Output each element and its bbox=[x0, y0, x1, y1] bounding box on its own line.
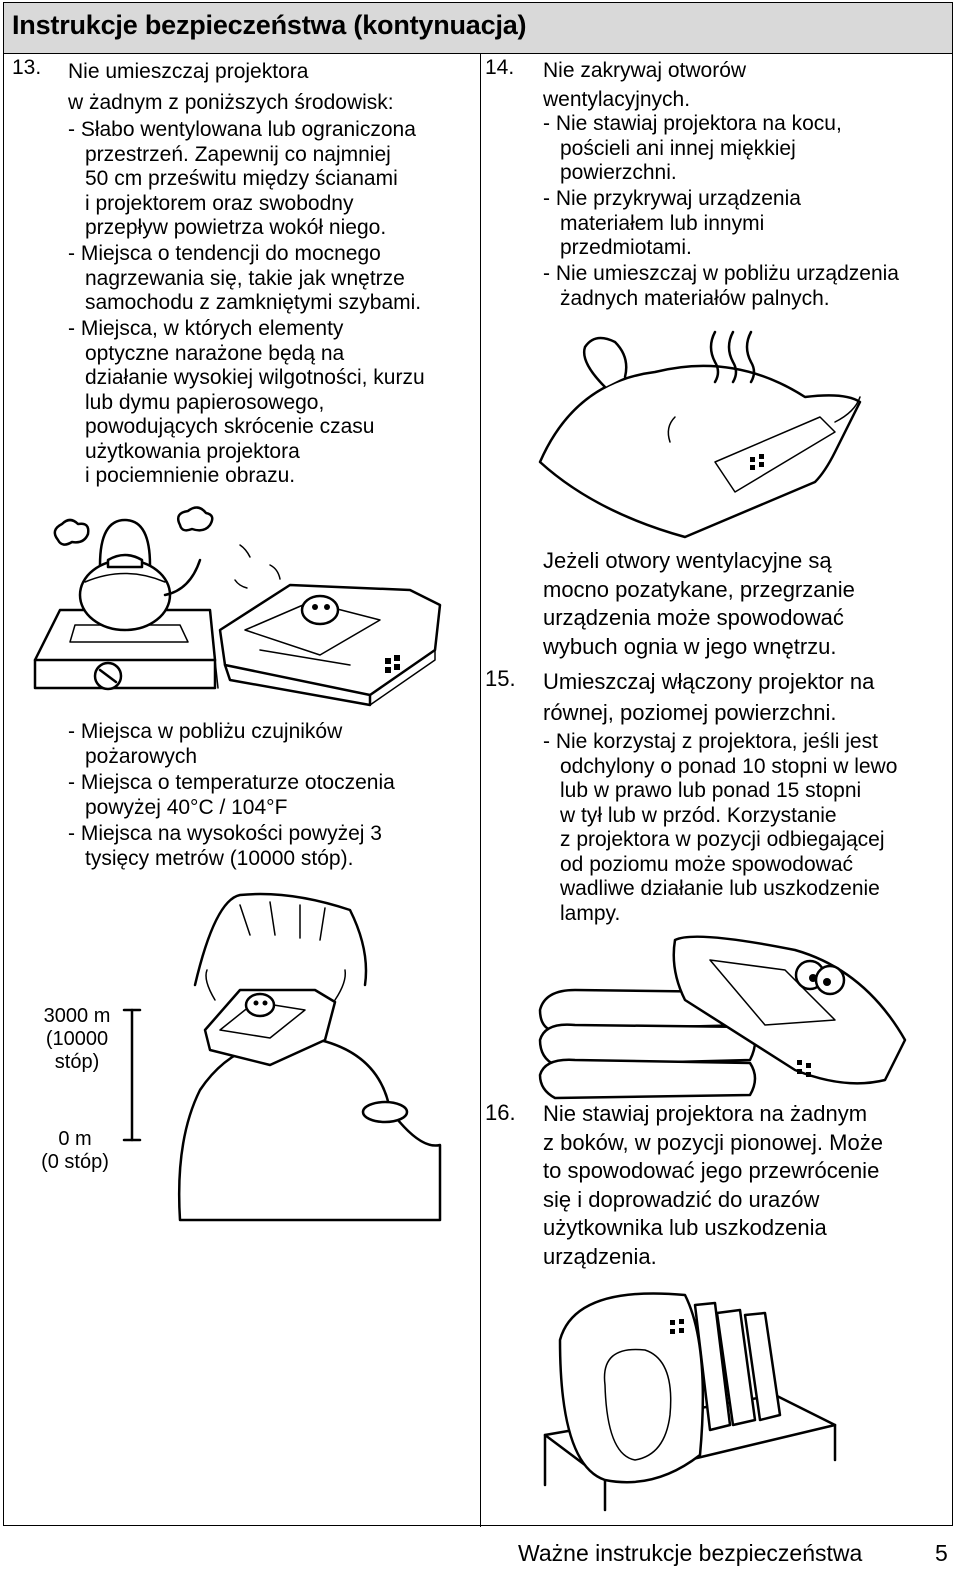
item-14-title: Nie zakrywaj otworów wentylacyjnych. bbox=[543, 59, 747, 111]
altitude-label-high: 3000 m (10000 stóp) bbox=[43, 1005, 111, 1073]
item-13-bullet-humidity: - Miejsca, w których elementy optyczne n… bbox=[68, 317, 425, 487]
item-14-bullet-cover: - Nie przykrywaj urządzenia materiałem l… bbox=[543, 187, 801, 259]
item-15-bullet-tilt: - Nie korzystaj z projektora, jeśli jest… bbox=[543, 730, 898, 925]
item-14-bullet-flammable: - Nie umieszczaj w pobliżu urządzenia ża… bbox=[543, 262, 899, 310]
item-13-number: 13. bbox=[12, 56, 42, 79]
item-15-number: 15. bbox=[485, 666, 516, 691]
item-13-bullet-ventilation: - Słabo wentylowana lub ograniczona prze… bbox=[68, 118, 416, 239]
footer-section-title: Ważne instrukcje bezpieczeństwa bbox=[518, 1540, 863, 1566]
page-header: Instrukcje bezpieczeństwa (kontynuacja) bbox=[4, 3, 952, 54]
tilted-projector-illustration bbox=[538, 935, 907, 1100]
altitude-label-low: 0 m (0 stóp) bbox=[41, 1128, 109, 1173]
item-15-title: Umieszczaj włączony projektor na równej,… bbox=[543, 669, 875, 725]
item-13-bullet-heat: - Miejsca o tendencji do mocnego nagrzew… bbox=[68, 242, 422, 314]
item-16-number: 16. bbox=[485, 1100, 516, 1125]
item-16-title: Nie stawiaj projektora na żadnym z boków… bbox=[543, 1101, 883, 1269]
page-frame: Instrukcje bezpieczeństwa (kontynuacja) bbox=[3, 2, 953, 1527]
item-14-bullet-blanket: - Nie stawiaj projektora na kocu, poście… bbox=[543, 112, 842, 184]
covered-projector-illustration bbox=[538, 330, 862, 539]
item-14-warning: Jeżeli otwory wentylacyjne są mocno poza… bbox=[543, 548, 855, 659]
footer-page-number: 5 bbox=[935, 1540, 948, 1566]
kettle-projector-illustration bbox=[33, 506, 442, 707]
item-13-bullet-altitude: - Miejsca na wysokości powyżej 3 tysięcy… bbox=[68, 822, 382, 870]
item-13-bullet-smoke-detectors: - Miejsca w pobliżu czujników pożarowych bbox=[68, 720, 343, 768]
item-13-bullet-temperature: - Miejsca o temperaturze otoczenia powyż… bbox=[68, 771, 395, 819]
mountain-altitude-illustration bbox=[122, 892, 442, 1222]
item-14-number: 14. bbox=[485, 56, 515, 79]
page-title: Instrukcje bezpieczeństwa (kontynuacja) bbox=[12, 10, 527, 40]
item-13-title: Nie umieszczaj projektora w żadnym z pon… bbox=[68, 60, 394, 114]
upright-projector-illustration bbox=[543, 1292, 837, 1512]
column-divider bbox=[480, 54, 481, 1527]
